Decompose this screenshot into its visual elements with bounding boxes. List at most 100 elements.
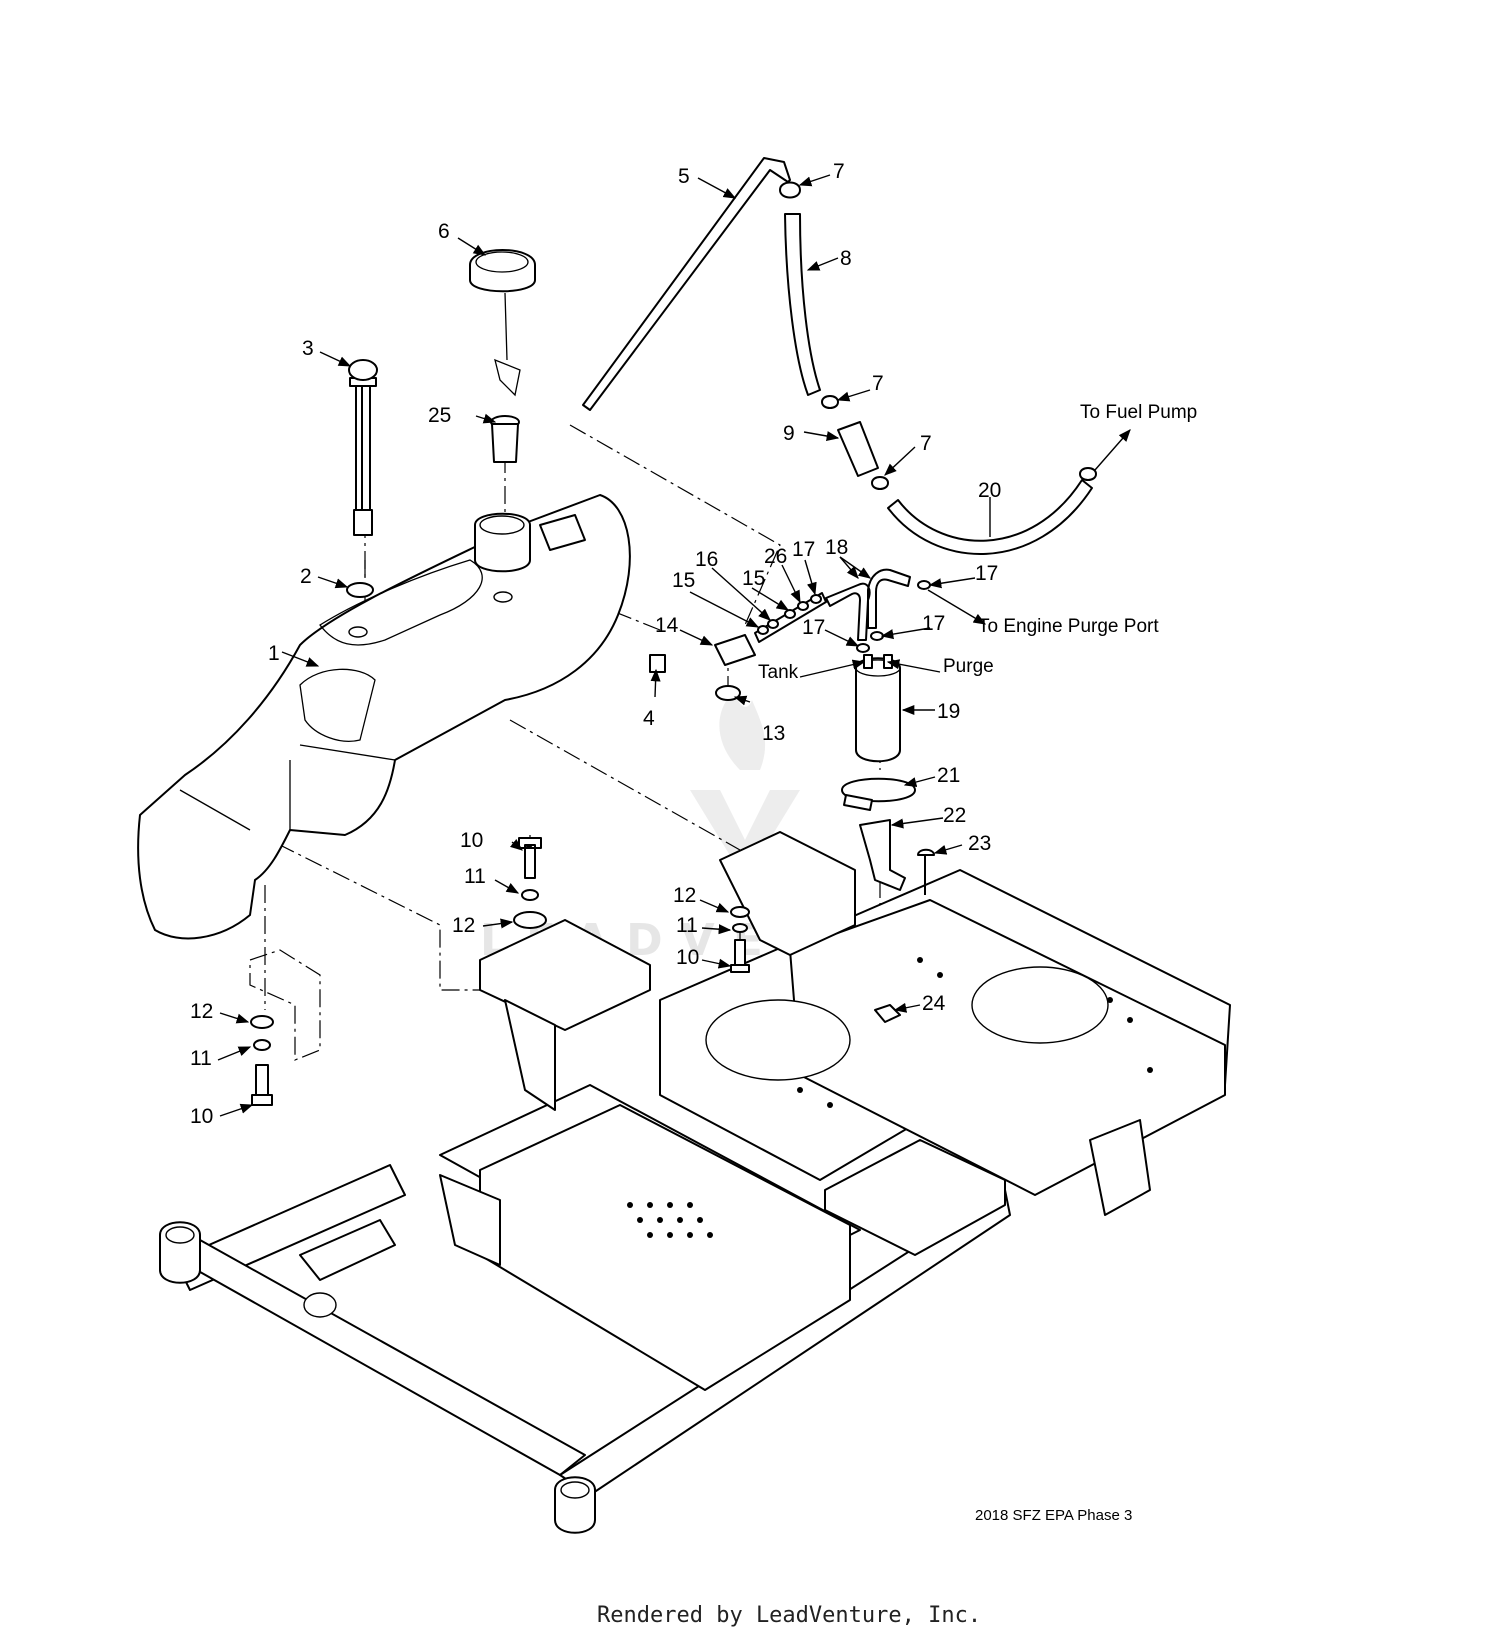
fuel-tank-sender-port	[348, 626, 368, 638]
front-bumper-guard	[299, 1219, 396, 1281]
fuel-system	[582, 157, 1097, 1023]
right-deck-opening	[971, 966, 1109, 1044]
washer-12-right	[730, 906, 750, 918]
lockwasher-11-left	[253, 1039, 271, 1051]
lockwasher-11-center	[521, 889, 539, 901]
front-left-mount-plate	[479, 919, 651, 1031]
rear-side-bracket	[1089, 1119, 1151, 1216]
rear-tank-bracket	[249, 949, 321, 1061]
fuel-tank-side-edge	[179, 744, 396, 831]
callout-25: 25	[428, 404, 451, 427]
vent-tube-5	[582, 157, 791, 411]
callout-15-left: 15	[672, 569, 695, 592]
bolt-10-left	[251, 1064, 273, 1106]
frame-assembly	[159, 831, 1231, 1534]
callout-17-a: 17	[792, 538, 815, 561]
hose-clamp-7-mid	[821, 395, 839, 409]
watermark-v-icon	[690, 790, 800, 880]
callout-20: 20	[978, 479, 1001, 502]
left-caster-hole	[165, 1226, 195, 1244]
screw-23	[917, 848, 935, 895]
callout-7-top: 7	[833, 160, 845, 183]
callout-9: 9	[783, 422, 795, 445]
left-mounting-hardware	[249, 837, 750, 1106]
callout-16: 16	[695, 548, 718, 571]
watermark-flame-icon	[719, 690, 766, 770]
fuel-tank-lower-recess	[299, 668, 376, 742]
callout-1: 1	[268, 642, 280, 665]
floor-hole-pattern	[627, 957, 1153, 1238]
grommet-2	[346, 582, 374, 598]
washer-12-center	[513, 911, 547, 929]
left-support-leg	[504, 999, 556, 1111]
callout-21: 21	[937, 764, 960, 787]
fuel-gauge-sender	[349, 377, 377, 536]
callout-18: 18	[825, 536, 848, 559]
callout-12-left: 12	[190, 1000, 213, 1023]
callout-24: 24	[922, 992, 946, 1015]
tank-mount-bracket	[719, 831, 856, 956]
canister-bracket-22	[859, 819, 906, 891]
footer-credit: Rendered by LeadVenture, Inc.	[597, 1603, 981, 1628]
fuel-tank-vent-port	[493, 591, 513, 603]
fitting-15b	[784, 609, 796, 619]
callout-13: 13	[762, 722, 785, 745]
callout-23: 23	[968, 832, 991, 855]
lockwasher-11-right	[732, 923, 748, 933]
left-deck-opening	[705, 999, 851, 1081]
fuel-hose-8	[784, 213, 821, 396]
hose-clamp-21-screw	[843, 794, 873, 811]
callout-7-mid: 7	[872, 372, 884, 395]
right-caster-hole	[560, 1481, 590, 1499]
fuel-cap-top	[475, 251, 529, 273]
fuel-tank-top-recess	[319, 559, 483, 646]
callout-4: 4	[643, 707, 655, 730]
callout-11-left: 11	[190, 1047, 212, 1070]
callout-17-c: 17	[802, 616, 825, 639]
fuel-tank-body	[137, 494, 631, 940]
clamp-17c	[856, 643, 870, 653]
callout-7-low: 7	[920, 432, 932, 455]
bolt-10-center	[518, 837, 542, 879]
fitting-15a	[757, 625, 769, 635]
callout-17-b: 17	[975, 562, 998, 585]
fuel-hose-20	[887, 479, 1093, 556]
clamp-17b	[917, 580, 931, 590]
callout-5: 5	[678, 165, 690, 188]
note-to-fuel-pump: To Fuel Pump	[1080, 402, 1197, 423]
bolt-10-right	[730, 939, 750, 973]
clamp-17a	[810, 594, 822, 604]
fuel-tank	[137, 494, 631, 940]
hose-clamp-20-end	[1079, 467, 1097, 481]
rollover-valve-14	[714, 634, 756, 666]
leaders	[217, 174, 1131, 1117]
callout-22: 22	[943, 804, 966, 827]
callout-11-center: 11	[464, 865, 486, 888]
hose-clamp-7-low	[871, 476, 889, 490]
edition-label: 2018 SFZ EPA Phase 3	[975, 1507, 1132, 1524]
note-to-engine-purge-port: To Engine Purge Port	[978, 616, 1159, 637]
fitting-26	[797, 601, 809, 611]
front-left-bracket	[439, 1174, 501, 1266]
callout-3: 3	[302, 337, 314, 360]
note-purge: Purge	[943, 656, 994, 677]
fuel-filter-9	[837, 421, 879, 477]
fuel-tank-warning-label	[539, 514, 586, 551]
filler-strainer-25	[491, 423, 519, 463]
callout-17-d: 17	[922, 612, 945, 635]
fuel-tank-filler-opening	[479, 515, 525, 535]
callout-15-right: 15	[742, 567, 765, 590]
clamp-17d	[870, 631, 884, 641]
callout-8: 8	[840, 247, 852, 270]
fuel-gauge-knob	[348, 359, 378, 381]
tank-accessories	[346, 249, 666, 673]
callout-26: 26	[764, 545, 787, 568]
nut-24	[874, 1004, 901, 1023]
note-tank: Tank	[758, 662, 799, 683]
callout-12-center: 12	[452, 914, 475, 937]
diagram-notes: To Fuel Pump To Engine Purge Port Tank P…	[758, 402, 1197, 1524]
callout-10-center: 10	[460, 829, 483, 852]
frame-pivot-tube	[303, 1292, 337, 1318]
callout-12-right: 12	[673, 884, 696, 907]
